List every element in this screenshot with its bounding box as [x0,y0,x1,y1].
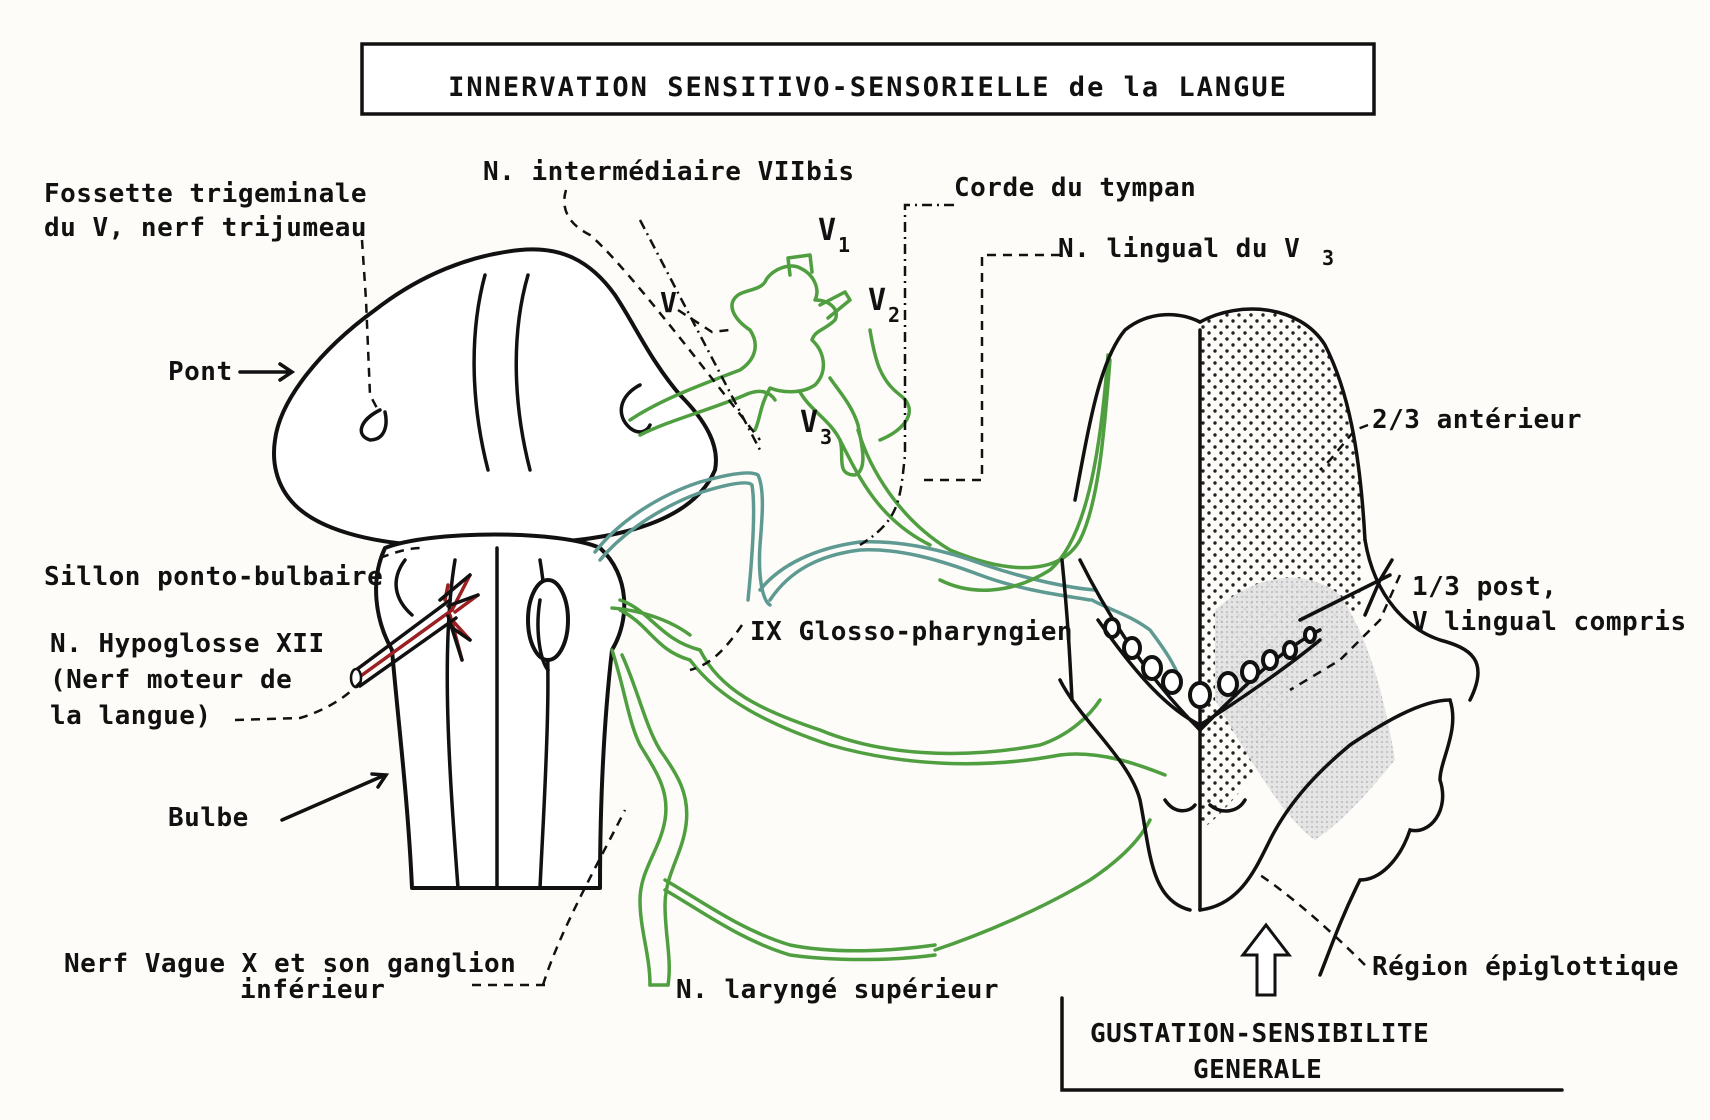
label-bulbe: Bulbe [168,803,249,833]
label-post-1: 1/3 post, [1412,572,1557,602]
label-anterieur: 2/3 antérieur [1372,405,1582,435]
label-corde: Corde du tympan [954,173,1196,203]
pont-arrow [238,362,296,382]
svg-text:V: V [800,405,819,440]
leader-fossette [360,239,380,411]
leader-lingual [920,253,1060,482]
label-post-2: V lingual compris [1412,607,1687,637]
label-vague-2: inférieur [240,975,385,1005]
svg-text:V: V [818,213,837,248]
label-gustation-2: GENERALE [1193,1055,1322,1085]
label-hypoglosse-3: la langue) [50,701,212,731]
diagram-title: INNERVATION SENSITIVO-SENSORIELLE de la … [448,72,1288,103]
trigeminal-ganglion [628,253,865,477]
label-gustation-1: GUSTATION-SENSIBILITE [1090,1019,1429,1049]
glossopharyngeal-nerve-teal [593,471,1182,682]
glossopharyngeal-branch-green [618,598,1102,756]
label-vague-1: Nerf Vague X et son ganglion [64,949,516,979]
svg-text:N. lingual du V: N. lingual du V [1058,234,1300,264]
label-v: V [660,286,677,319]
hypoglossal-nerve [349,573,480,689]
pons-median-right [514,273,532,472]
label-fossette-1: Fossette trigeminale [44,179,367,209]
label-pont: Pont [168,357,233,387]
label-epiglottique: Région épiglottique [1372,952,1679,982]
label-hypoglosse-1: N. Hypoglosse XII [50,629,325,659]
svg-text:3: 3 [1322,246,1335,270]
label-intermediaire: N. intermédiaire VIIbis [483,157,855,187]
label-v1: V 1 [818,213,851,257]
papillae-row [1103,617,1317,709]
label-v3: V 3 [800,405,833,449]
title-box: INNERVATION SENSITIVO-SENSORIELLE de la … [360,42,1376,116]
trigeminal-fossette-right [619,383,652,434]
label-lingual: N. lingual du V 3 [1058,234,1335,270]
leader-corde [859,203,954,547]
label-hypoglosse-2: (Nerf moteur de [50,665,292,695]
gustation-bracket [1060,996,1564,1092]
svg-text:2: 2 [888,303,901,327]
lingual-nerve-green [856,358,1112,570]
pons-shape [272,247,718,549]
trigeminal-fossette-left [359,408,388,442]
gustation-arrow [1239,922,1293,997]
olive-shape [526,578,570,662]
svg-text:3: 3 [820,425,833,449]
svg-text:V: V [868,283,887,318]
label-sillon: Sillon ponto-bulbaire [44,562,383,592]
bulbe-arrow [280,772,390,822]
label-v2: V 2 [868,283,901,327]
label-glosso: IX Glosso-pharyngien [750,617,1073,647]
label-fossette-2: du V, nerf trijumeau [44,213,367,243]
svg-text:1: 1 [838,233,851,257]
label-larynge: N. laryngé supérieur [676,975,999,1005]
pons-median-left [472,273,490,472]
medulla-shape [374,532,627,890]
vagus-nerve-green [610,648,1152,987]
